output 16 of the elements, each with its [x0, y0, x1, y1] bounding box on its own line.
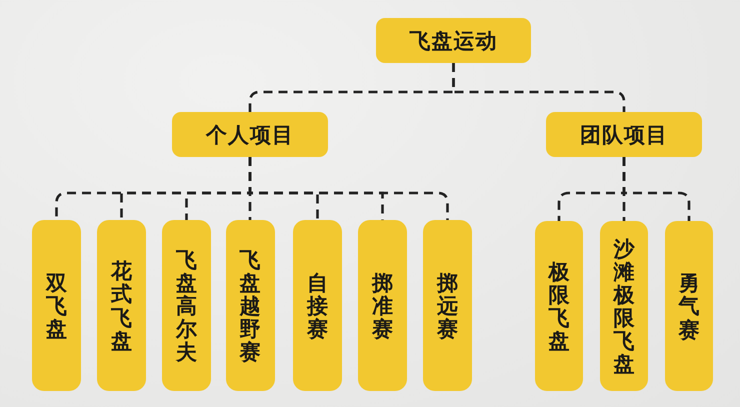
category-node: 个人项目 [172, 112, 328, 157]
leaf-node: 掷准赛 [358, 220, 407, 391]
leaf-node: 勇气赛 [665, 221, 713, 391]
leaf-node: 掷远赛 [423, 220, 472, 391]
leaf-node: 极限飞盘 [535, 221, 583, 391]
root-node: 飞盘运动 [376, 18, 531, 63]
connector-line [622, 157, 690, 221]
leaf-node: 沙滩极限飞盘 [600, 221, 648, 391]
leaf-node: 飞盘越野赛 [226, 220, 274, 391]
leaf-node: 双飞盘 [32, 220, 81, 391]
connector-line [248, 157, 449, 220]
leaf-node: 花式飞盘 [97, 220, 146, 391]
category-node: 团队项目 [546, 112, 702, 157]
connector-line [452, 63, 626, 112]
leaf-node: 飞盘高尔夫 [162, 220, 211, 391]
leaf-node: 自接赛 [293, 220, 342, 391]
